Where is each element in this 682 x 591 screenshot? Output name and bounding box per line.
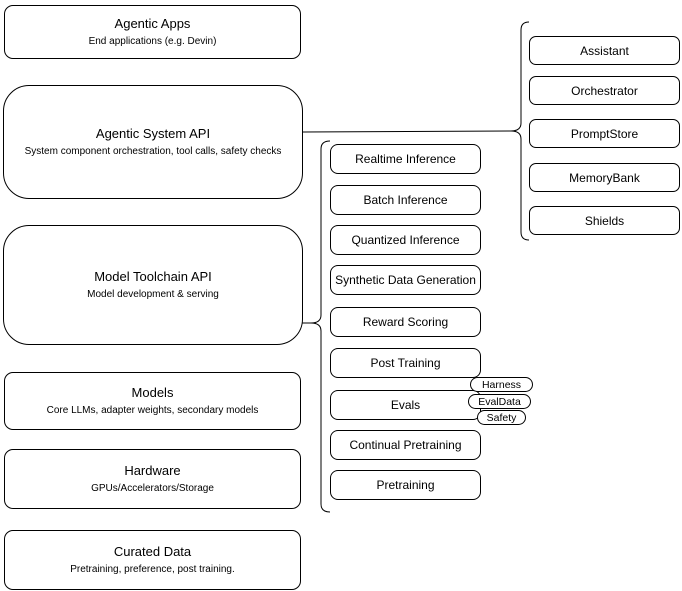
toolchain-item-reward-scoring: Reward Scoring [330,307,481,337]
box-subtitle: Pretraining, preference, post training. [70,564,235,575]
box-title: Agentic System API [95,126,211,141]
box-title: Curated Data [113,544,192,559]
system-component-assistant: Assistant [529,36,680,65]
system-component-memorybank: MemoryBank [529,163,680,192]
box-title: Models [131,385,174,400]
evals-tag-evaldata: EvalData [468,394,531,409]
box-curated-data: Curated Data Pretraining, preference, po… [4,530,301,590]
system-component-orchestrator: Orchestrator [529,76,680,105]
toolchain-item-evals: Evals [330,390,481,420]
box-subtitle: GPUs/Accelerators/Storage [91,483,214,494]
evals-tag-safety: Safety [477,410,526,425]
box-model-toolchain-api: Model Toolchain API Model development & … [3,225,303,345]
system-components-brace [510,21,530,241]
box-title: Hardware [124,463,181,478]
box-title: Model Toolchain API [94,269,212,284]
toolchain-components-brace [310,140,331,513]
evals-tag-harness: Harness [470,377,533,392]
connector-system-api-line [302,130,512,133]
box-subtitle: End applications (e.g. Devin) [88,36,217,47]
toolchain-item-quantized-inference: Quantized Inference [330,225,481,255]
toolchain-item-realtime-inference: Realtime Inference [330,144,481,174]
box-hardware: Hardware GPUs/Accelerators/Storage [4,449,301,509]
box-agentic-apps: Agentic Apps End applications (e.g. Devi… [4,5,301,59]
box-subtitle: System component orchestration, tool cal… [24,146,282,157]
system-component-promptstore: PromptStore [529,119,680,148]
toolchain-item-pretraining: Pretraining [330,470,481,500]
box-agentic-system-api: Agentic System API System component orch… [3,85,303,199]
box-subtitle: Core LLMs, adapter weights, secondary mo… [46,405,259,416]
box-models: Models Core LLMs, adapter weights, secon… [4,372,301,430]
toolchain-item-batch-inference: Batch Inference [330,185,481,215]
system-component-shields: Shields [529,206,680,235]
box-subtitle: Model development & serving [87,289,219,300]
box-title: Agentic Apps [114,16,191,31]
toolchain-item-synthetic-data-generation: Synthetic Data Generation [330,265,481,295]
toolchain-item-post-training: Post Training [330,348,481,378]
toolchain-item-continual-pretraining: Continual Pretraining [330,430,481,460]
